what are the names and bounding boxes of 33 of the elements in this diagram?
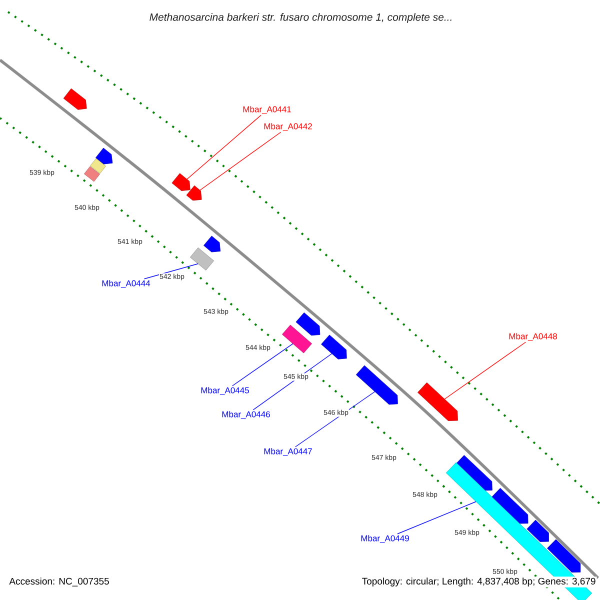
leader-line bbox=[200, 132, 282, 191]
gene-label: Mbar_A0449 bbox=[361, 535, 409, 543]
gene-feature bbox=[356, 365, 398, 405]
gene-feature bbox=[418, 382, 458, 421]
genome-info-text: Topology: circular; Length: 4,837,408 bp; Genes: 3,679 bbox=[360, 576, 597, 588]
gene-feature bbox=[172, 173, 190, 191]
gene-feature bbox=[321, 334, 347, 360]
accession-text: Accession: NC_007355 bbox=[8, 576, 110, 588]
gene-feature bbox=[204, 236, 220, 252]
gene-label: Mbar_A0447 bbox=[264, 448, 312, 456]
gene-label: Mbar_A0441 bbox=[243, 106, 291, 114]
gene-box bbox=[84, 166, 100, 182]
gene-box bbox=[90, 158, 106, 174]
gene-feature bbox=[492, 488, 528, 524]
gene-label: Mbar_A0448 bbox=[509, 333, 557, 341]
gene-feature bbox=[296, 312, 320, 336]
gene-label: Mbar_A0442 bbox=[264, 123, 312, 131]
gene-box bbox=[282, 324, 312, 354]
gene-label: Mbar_A0446 bbox=[222, 411, 270, 419]
gene-feature bbox=[526, 520, 549, 542]
gene-feature bbox=[63, 88, 87, 110]
gene-feature bbox=[186, 185, 202, 201]
leader-line bbox=[444, 342, 526, 400]
leader-line bbox=[232, 343, 294, 386]
gene-label: Mbar_A0444 bbox=[102, 280, 150, 288]
leader-line bbox=[144, 263, 198, 280]
gene-feature bbox=[547, 539, 581, 573]
title: Methanosarcina barkeri str. fusaro chromosome 1, complete se... bbox=[150, 13, 452, 23]
gene-box bbox=[190, 248, 214, 270]
leader-line bbox=[186, 114, 262, 180]
leader-line bbox=[397, 501, 476, 534]
gene-feature bbox=[96, 148, 113, 164]
gene-label: Mbar_A0445 bbox=[201, 387, 249, 395]
